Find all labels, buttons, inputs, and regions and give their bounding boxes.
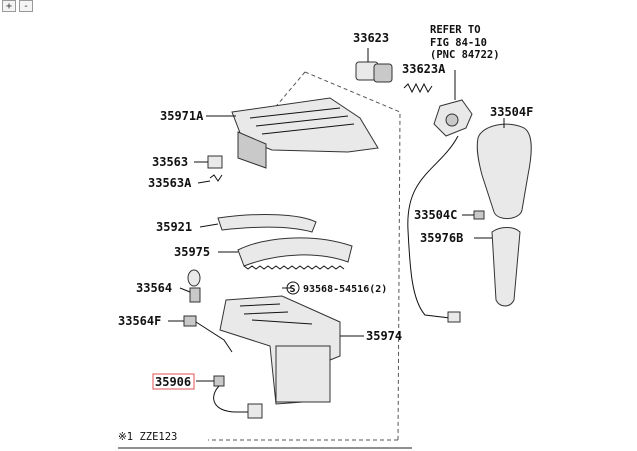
svg-text:S: S [290,284,296,295]
part-label-33563[interactable]: 33563 [152,155,188,169]
part-label-33504F[interactable]: 33504F [490,105,533,119]
part-label-33564[interactable]: 33564 [136,281,172,295]
reference-line-3: (PNC 84722) [430,49,500,61]
part-33564-drawing [179,269,201,303]
part-label-33563A[interactable]: 33563A [148,176,192,190]
part-35906-drawing [196,375,263,419]
part-label-35975[interactable]: 35975 [174,245,210,259]
part-label-35971A[interactable]: 35971A [160,109,204,123]
part-33623A-drawing [403,82,433,94]
part-93568-drawing [282,281,300,295]
highlight-box-35906 [152,373,195,390]
reference-line-1: REFER TO [430,24,481,36]
part-35975-drawing [218,237,353,270]
part-label-33504C[interactable]: 33504C [414,208,457,222]
zoom-controls: + - [2,0,33,12]
part-33623-drawing [355,48,393,83]
part-33564F-drawing [168,315,233,353]
part-label-33623A[interactable]: 33623A [402,62,446,76]
zoom-out-button[interactable]: - [19,0,33,12]
part-label-33564F[interactable]: 33564F [118,314,161,328]
assembly-dashed-outline [208,71,401,441]
part-35976B-drawing [474,227,521,307]
part-33504F-drawing [476,118,532,219]
part-35921-drawing [199,214,317,233]
part-35971A-drawing [206,97,379,169]
part-label-35906[interactable]: 35906 [155,375,191,389]
part-33504C-drawing [462,210,485,220]
reference-line-2: FIG 84-10 [430,37,487,49]
model-footnote: ※1 ZZE123 [118,431,177,443]
part-label-35974[interactable]: 35974 [366,329,402,343]
part-label-33623[interactable]: 33623 [353,31,389,45]
part-label-35976B[interactable]: 35976B [420,231,463,245]
part-label-93568[interactable]: 93568-54516(2) [303,284,387,295]
shift-cable-drawing [407,70,473,323]
part-label-35921[interactable]: 35921 [156,220,192,234]
screw-symbol-icon: S [290,284,296,295]
part-33563-drawing [194,155,223,184]
zoom-in-button[interactable]: + [2,0,16,12]
part-35974-drawing [219,295,364,405]
